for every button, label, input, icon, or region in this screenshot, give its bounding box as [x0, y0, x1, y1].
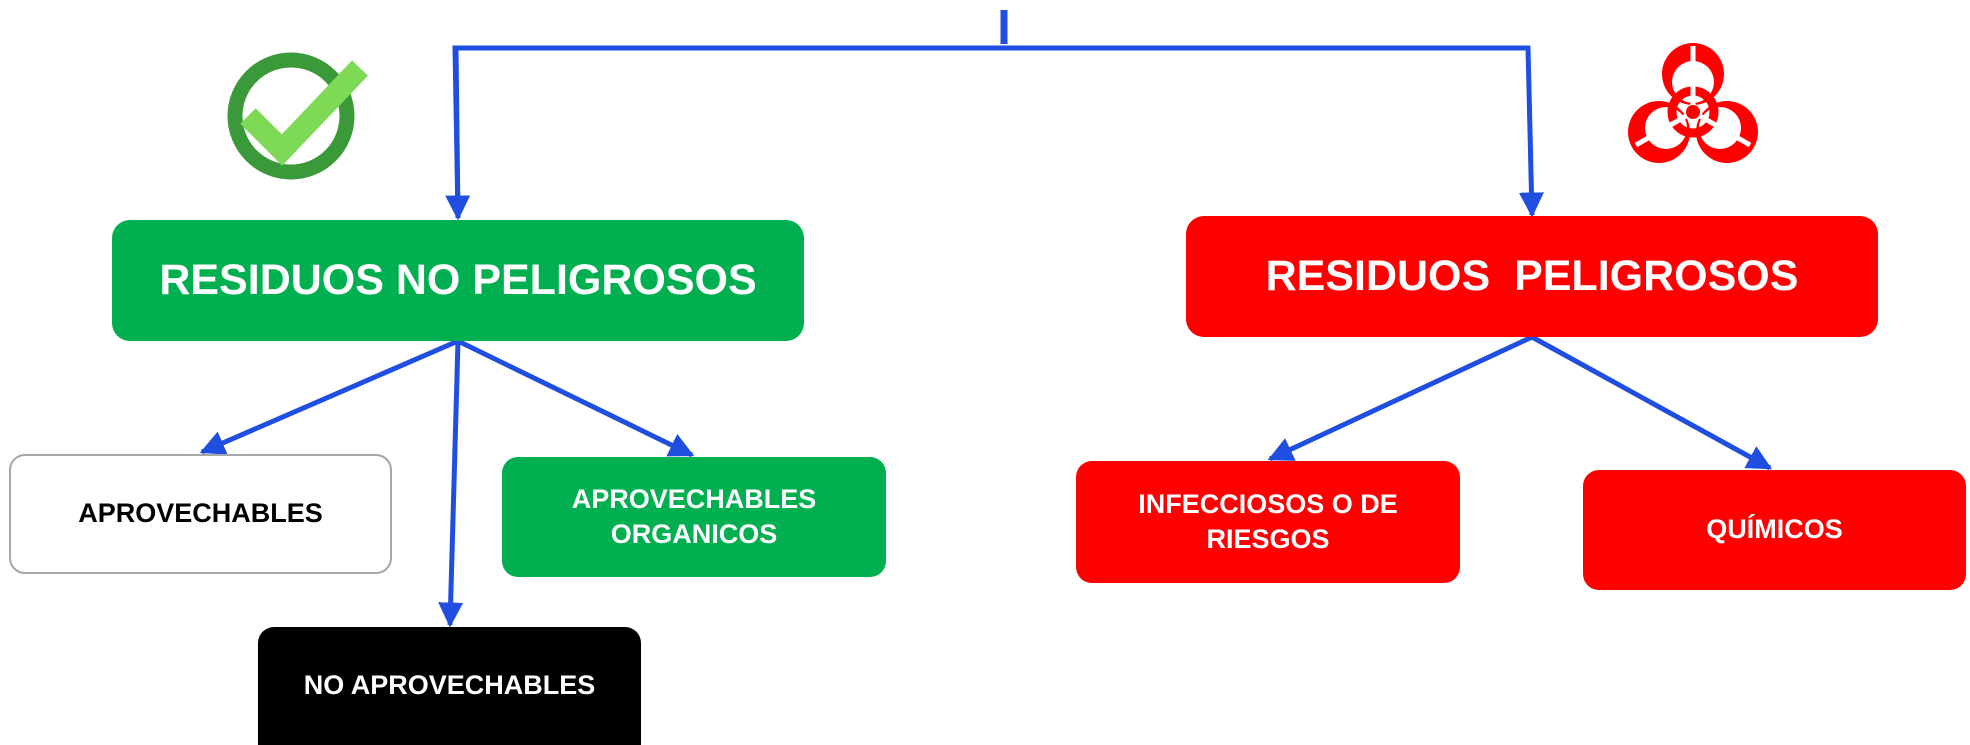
node-label-line2: RIESGOS — [1206, 524, 1330, 554]
node-label: QUÍMICOS — [1706, 514, 1843, 545]
node-label-line1: APROVECHABLES — [571, 483, 817, 514]
check-icon — [226, 50, 372, 181]
node-label: RESIDUOS PELIGROSOS — [1265, 251, 1799, 300]
arrow-to-quimicos — [1530, 334, 1773, 471]
arrow-to-aprovechables — [199, 338, 459, 455]
node-residuos-no-peligrosos: RESIDUOS NO PELIGROSOS — [112, 220, 804, 341]
root-bracket — [452, 45, 1544, 219]
biohazard-icon — [1618, 40, 1768, 175]
node-label: NO APROVECHABLES — [303, 670, 596, 701]
node-aprovechables-organicos: APROVECHABLES ORGANICOS — [502, 457, 886, 577]
node-infecciosos-o-de-riesgos: INFECCIOSOS O DE RIESGOS — [1076, 461, 1460, 583]
arrow-to-infecciosos — [1267, 334, 1534, 462]
node-label: APROVECHABLES — [78, 498, 323, 529]
node-no-aprovechables: NO APROVECHABLES — [258, 627, 641, 745]
node-quimicos: QUÍMICOS — [1583, 470, 1966, 590]
node-label-line1: INFECCIOSOS O DE — [1138, 488, 1398, 519]
arrow-to-no-aprovechables — [438, 340, 464, 628]
node-label-line2: ORGANICOS — [610, 519, 778, 549]
node-residuos-peligrosos: RESIDUOS PELIGROSOS — [1186, 216, 1878, 337]
node-aprovechables: APROVECHABLES — [9, 454, 392, 574]
node-label: RESIDUOS NO PELIGROSOS — [159, 255, 757, 304]
arrow-to-organicos — [456, 338, 695, 458]
arrow-to-no-peligrosos — [445, 47, 471, 221]
